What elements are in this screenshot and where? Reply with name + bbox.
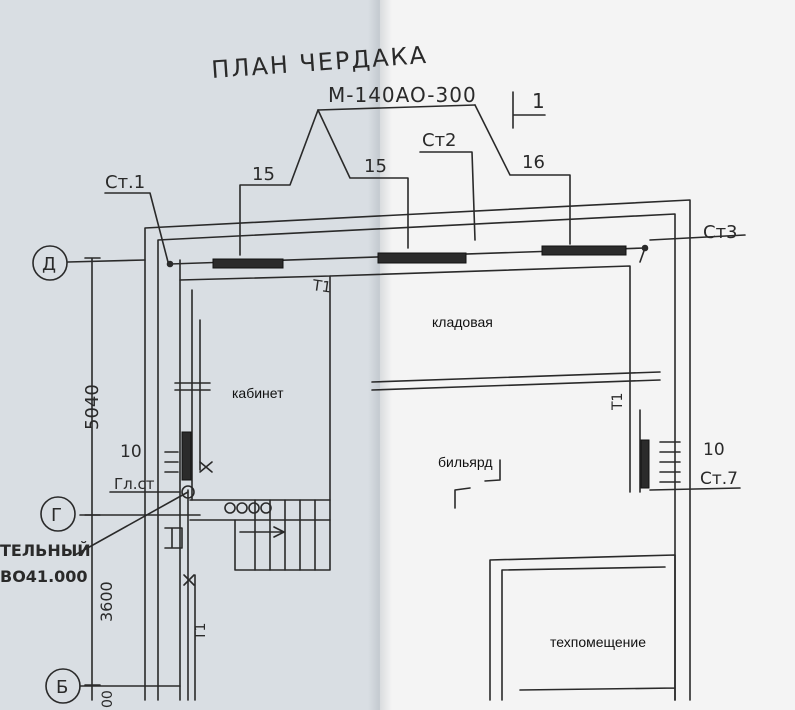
pipe-label-t1-top: Т1 [310,276,332,297]
pipe-label-t1-left: Т1 [193,623,209,641]
leader-st2 [419,151,476,241]
radiator-right [640,439,650,489]
axis-line-d [67,259,146,263]
room-label-billiards: бильярд [438,454,493,470]
dimension-3600: 3600 [97,581,116,622]
stair-outline [189,499,331,571]
paper-left-half [0,0,380,710]
riser-label-gl-st: Гл.ст [114,475,155,493]
radiator-count-1: 15 [252,164,275,185]
room-label-storage: кладовая [432,314,493,330]
rad-left-hatch [164,451,179,473]
outer-wall-2 [179,259,196,701]
radiator-count-3: 16 [522,152,545,173]
leader-st3 [649,234,746,241]
leader-model-2 [317,109,409,249]
radiator-st3 [541,245,627,256]
inner-top-line [179,265,631,493]
radiator-count-4: 10 [120,442,142,462]
model-label: M-140AO-300 [328,83,477,107]
radiator-count-5: 10 [703,440,725,460]
dimension-00: 00 [100,690,116,708]
billiard-marks [454,459,501,509]
valve-1 [199,461,213,473]
grid-axis-d: Д [42,254,56,275]
radiator-left [181,431,192,481]
grid-axis-g: Г [51,505,62,526]
riser-label-st7: Ст.7 [700,469,738,489]
left-hatch [164,527,183,549]
radiator-st1 [212,258,284,269]
left-note-line-1: ТЕЛЬНЫЙ [0,541,91,560]
outer-wall [144,199,691,701]
riser-label-st2: Ст2 [422,130,457,151]
riser-label-st3: Ст3 [703,222,738,243]
plan-title: ПЛАН ЧЕРДАКА [210,41,428,84]
paper-fold-shadow [368,0,392,710]
pipe-label-t1-right: Т1 [610,393,626,411]
section-marker: 1 [532,89,545,113]
dim-line-left [84,257,101,701]
section-marker-lines [512,91,546,129]
left-note-line-2: ВО41.000 [0,567,88,586]
riser-st7-lines [649,441,741,491]
tech-room-outline [489,554,676,701]
room-label-tech: техпомещение [550,634,646,650]
radiator-count-2: 15 [364,156,387,177]
inner-wall-line [157,213,676,701]
leader-st1 [104,192,169,263]
stair-arrow [239,526,285,538]
storage-bottom-wall [371,371,661,391]
riser-label-st1: Ст.1 [105,172,145,193]
grid-axis-b: Б [56,677,68,698]
leader-model-3 [474,104,571,245]
leader-gl-st [74,491,189,556]
left-vertical [191,289,201,501]
room-label-office: кабинет [232,385,284,401]
paper-right-half [380,0,795,710]
stair-treads [234,499,331,571]
dimension-5040: 5040 [82,384,103,430]
valve-2 [183,574,195,586]
radiator-st2 [377,252,467,264]
leader-model [239,104,476,256]
